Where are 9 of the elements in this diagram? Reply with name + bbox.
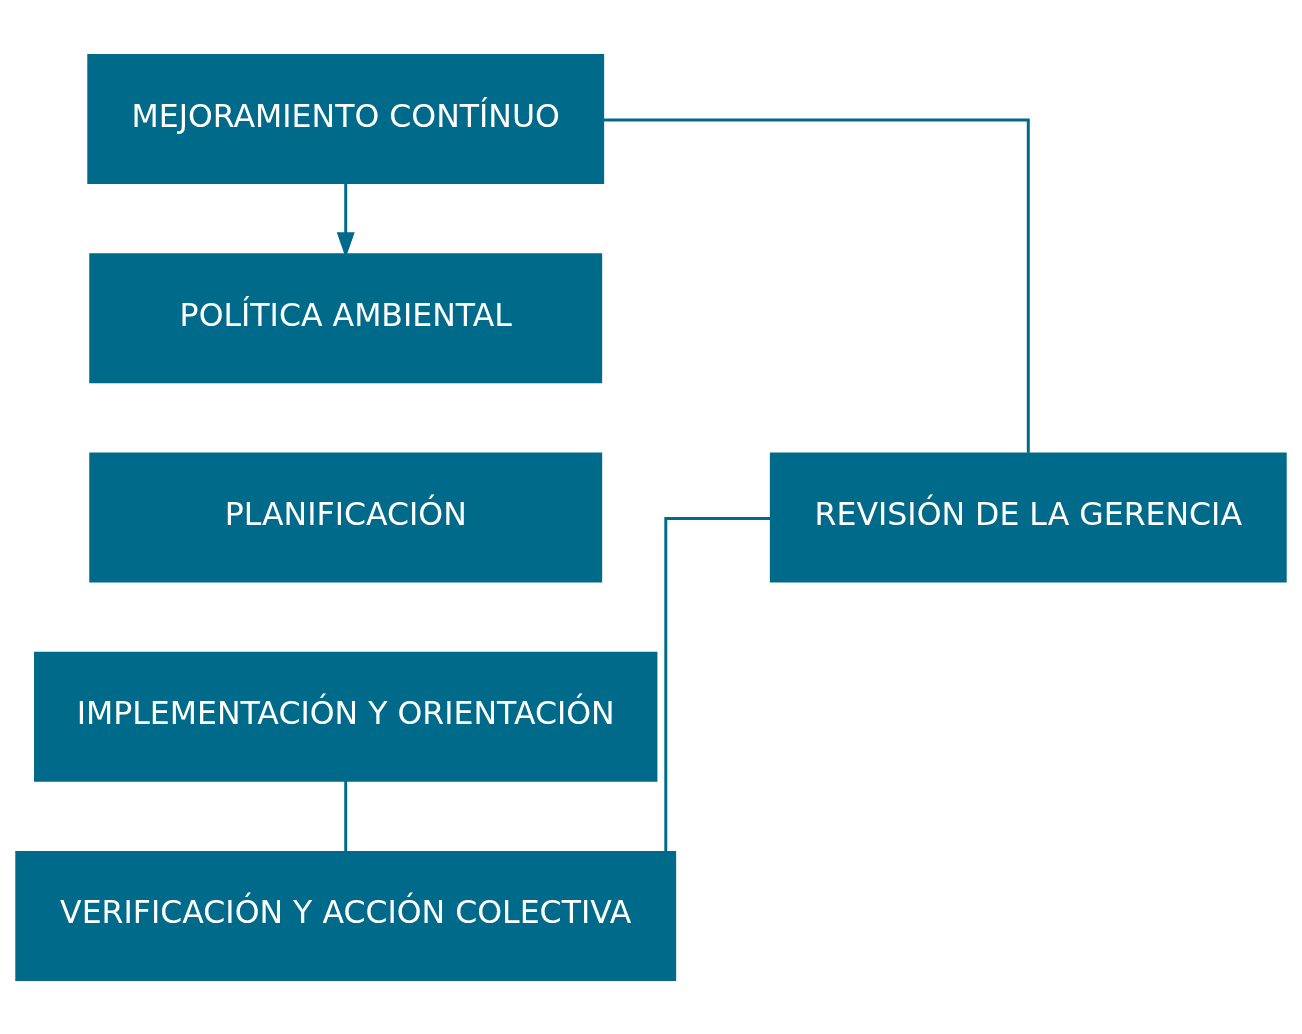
node-box: REVISIÓN DE LA GERENCIA [769, 451, 1287, 583]
connector [603, 118, 1030, 453]
connector [664, 516, 771, 851]
node-box: MEJORAMIENTO CONTÍNUO [87, 53, 605, 184]
node-box: IMPLEMENTACIÓN Y ORIENTACIÓN [34, 651, 658, 782]
node-box: VERIFICACIÓN Y ACCIÓN COLECTIVA [15, 850, 677, 981]
connector [344, 780, 348, 851]
node-box: POLÍTICA AMBIENTAL [89, 252, 603, 383]
node-box: PLANIFICACIÓN [89, 451, 603, 583]
